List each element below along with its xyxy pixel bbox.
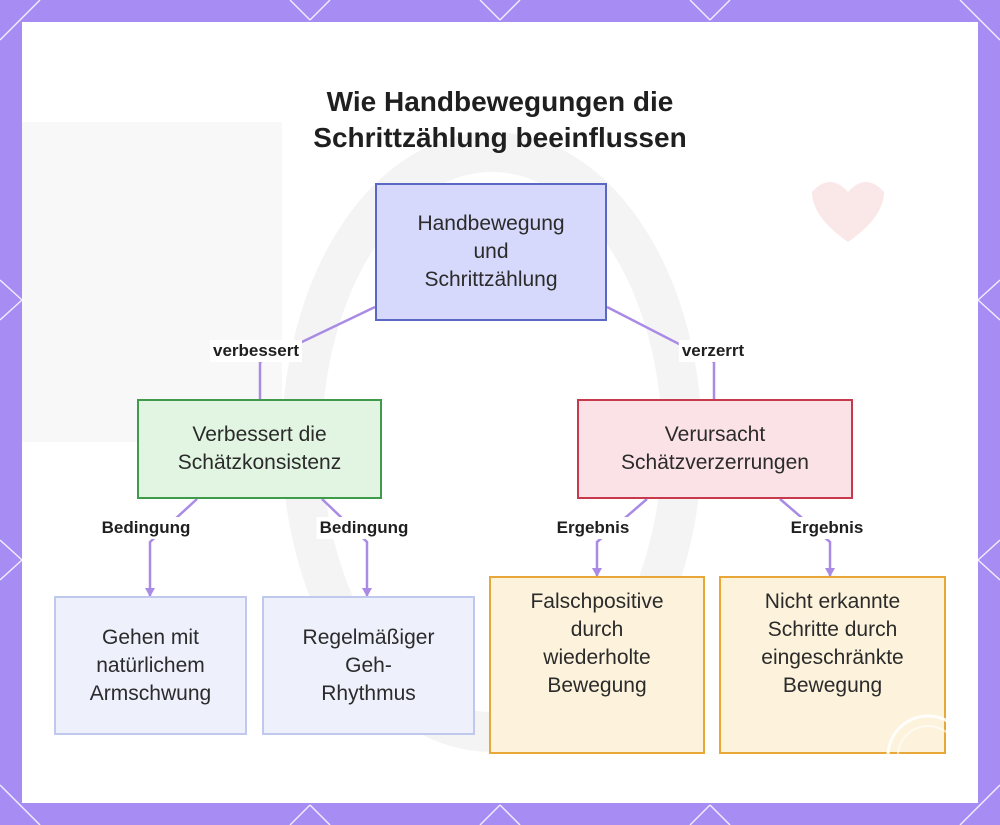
edge-label-condition-right: Bedingung (316, 517, 412, 539)
node-text: Verursacht (664, 423, 766, 446)
node-text: Schätzverzerrungen (621, 451, 809, 474)
node-text: Gehen mit (102, 625, 199, 649)
page-title: Wie Handbewegungen die Schrittzählung be… (22, 84, 978, 156)
node-text: eingeschränkte (761, 646, 904, 669)
node-missed-steps: Nicht erkannte Schritte durch eingeschrä… (719, 576, 946, 754)
node-text: Nicht erkannte (764, 590, 901, 613)
node-text: natürlichem (96, 653, 205, 677)
edge-label-result-left: Ergebnis (553, 517, 633, 539)
diagram-card: Wie Handbewegungen die Schrittzählung be… (22, 22, 978, 803)
node-causes-distortions: Verursacht Schätzverzerrungen (577, 399, 853, 499)
connector-lines (145, 305, 835, 597)
node-hand-movement-step-count: Handbewegung und Schrittzählung (375, 183, 607, 321)
node-text: durch (570, 618, 624, 641)
node-text: Rhythmus (321, 681, 416, 705)
node-text: Verbessert die (192, 423, 327, 446)
node-improves-consistency: Verbessert die Schätzkonsistenz (137, 399, 382, 499)
node-text: Regelmäßiger (302, 625, 435, 649)
node-text: Schritte durch (767, 618, 898, 641)
edge-label-result-right: Ergebnis (787, 517, 867, 539)
edge-improves-armswing (148, 498, 198, 596)
node-regular-rhythm: Regelmäßiger Geh- Rhythmus (262, 596, 475, 735)
title-line-1: Wie Handbewegungen die (326, 86, 674, 117)
edge-label-condition-left: Bedingung (98, 517, 194, 539)
edge-label-improves: verbessert (209, 340, 303, 362)
node-text: Handbewegung (417, 212, 565, 235)
edge-improves-rhythm (321, 498, 369, 596)
node-text: Falschpositive (530, 590, 664, 613)
edge-distorts-missed (779, 498, 832, 576)
node-false-positives: Falschpositive durch wiederholte Bewegun… (489, 576, 705, 754)
node-text: Schätzkonsistenz (177, 451, 342, 474)
edge-root-improves (258, 305, 376, 399)
arrowhead (145, 588, 155, 597)
node-natural-arm-swing: Gehen mit natürlichem Armschwung (54, 596, 247, 735)
node-text: wiederholte (543, 646, 651, 669)
edge-distorts-falsepos (595, 498, 648, 576)
node-text: Bewegung (782, 674, 883, 697)
edge-label-distorts: verzerrt (678, 340, 748, 362)
title-line-2: Schrittzählung beeinflussen (313, 122, 687, 153)
node-text: Bewegung (547, 674, 647, 697)
watermark-logo-icon (886, 714, 970, 798)
edge-root-distorts (606, 305, 716, 399)
node-text: Schrittzählung (424, 268, 558, 291)
arrowhead (592, 568, 602, 577)
node-text: Armschwung (89, 681, 212, 705)
node-text: und (473, 240, 509, 263)
arrowhead (825, 568, 835, 577)
node-text: Geh- (345, 653, 392, 677)
arrowhead (362, 588, 372, 597)
